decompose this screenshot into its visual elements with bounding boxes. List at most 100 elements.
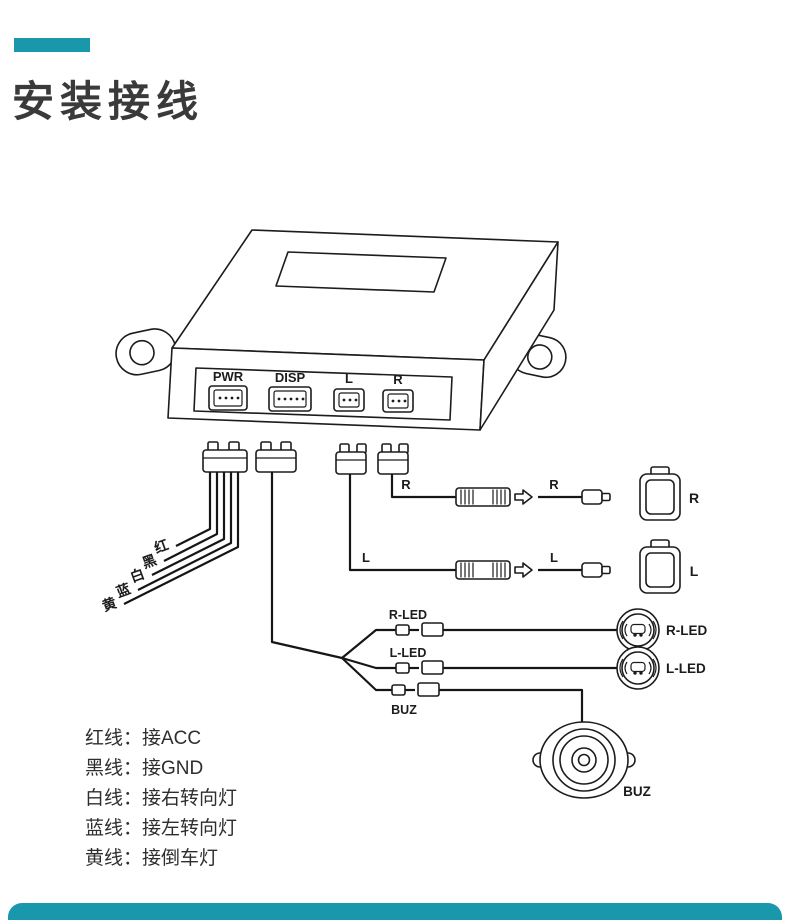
pin-dot: [224, 396, 228, 400]
buzzer-branch-wire: [341, 657, 392, 692]
port-label-r: R: [393, 372, 403, 387]
right-sensor-run: R R R: [390, 466, 699, 521]
r-cable-connector: [377, 443, 409, 475]
spade-female: [421, 660, 444, 675]
connector-body: [255, 449, 297, 473]
module-right-label: R: [689, 490, 699, 506]
right-plug-label: R: [549, 477, 559, 492]
box-right-face: [479, 241, 559, 431]
r-led-indicator: R-LED: [616, 608, 707, 652]
connector-body: [202, 449, 248, 473]
inline-connector-right: [455, 487, 511, 507]
indicator-outer-ring: [616, 608, 660, 652]
pin-dot: [301, 397, 305, 401]
wire-yellow: [123, 472, 240, 605]
left-sensor-run: L L L: [348, 474, 699, 594]
car-alert-icon: [619, 620, 657, 640]
buzzer: BUZ: [532, 721, 651, 799]
wire-label-blue: 蓝: [114, 580, 133, 600]
connector-body: [335, 451, 367, 475]
legend-item-black: 黑线：接GND: [85, 758, 204, 779]
buzzer-ring: [559, 735, 609, 785]
wire-legend: 红线：接ACC 黑线：接GND 白线：接右转向灯 蓝线：接左转向灯 黄线：接倒车…: [85, 724, 237, 874]
pin-dot: [397, 399, 401, 403]
port-pwr: [208, 385, 248, 411]
plug-left: [581, 562, 611, 578]
spade-female: [417, 682, 440, 697]
pin-dot: [391, 399, 395, 403]
sensor-module-right: R: [639, 466, 699, 521]
ear-hole: [526, 344, 553, 370]
spade-male: [395, 662, 410, 674]
control-box: PWR DISP L R: [167, 229, 559, 431]
buzzer-ring: [577, 753, 591, 767]
sensor-module-left: L: [639, 539, 699, 594]
l-led-branch-wire: [341, 656, 396, 670]
module-left-label: L: [690, 563, 699, 579]
pin-dot: [295, 397, 299, 401]
pin-dot: [277, 397, 281, 401]
box-label-recess: [275, 251, 447, 293]
l-led-branch-label: L-LED: [390, 646, 427, 660]
inline-connector-left: [455, 560, 511, 580]
module-body: [639, 546, 681, 594]
car-alert-icon: [619, 658, 657, 678]
right-sensor-wire: [390, 474, 456, 499]
l-cable-connector: [335, 443, 367, 475]
left-wire-label: L: [362, 550, 370, 565]
legend-item-blue: 蓝线：接左转向灯: [85, 818, 238, 839]
wire-black: [163, 472, 219, 562]
r-led-branch-label: R-LED: [389, 608, 427, 622]
accent-badge: [14, 38, 90, 52]
pin-dot: [236, 396, 240, 400]
power-wires: 红 黑 白 蓝 黄: [100, 472, 240, 614]
arrow-right-icon: [514, 489, 533, 505]
spade-male: [391, 684, 406, 696]
pin-dot: [348, 398, 352, 402]
box-front-face: [167, 347, 485, 431]
indicator-outer-ring: [616, 646, 660, 690]
pin-dot: [283, 397, 287, 401]
l-led-indicator-label: L-LED: [666, 661, 706, 676]
pin-dot: [403, 399, 407, 403]
wire-label-black: 黑: [140, 551, 159, 571]
left-plug-label: L: [550, 550, 558, 565]
connector-body: [377, 451, 409, 475]
left-sensor-wire: [348, 474, 456, 572]
buzzer-label: BUZ: [623, 784, 651, 799]
disp-main-wire: [270, 472, 343, 660]
port-disp: [268, 386, 312, 412]
right-wire-label: R: [401, 477, 411, 492]
port-l: [333, 388, 365, 412]
spade-female: [421, 622, 444, 637]
l-led-indicator: L-LED: [616, 646, 706, 690]
wire-white: [151, 472, 226, 576]
pin-dot: [342, 398, 346, 402]
module-inner: [645, 552, 675, 588]
mounting-ear-left: [115, 328, 177, 376]
legend-item-red: 红线：接ACC: [85, 728, 202, 749]
wire-label-white: 白: [128, 565, 147, 585]
wire-blue: [137, 472, 233, 591]
port-label-disp: DISP: [275, 370, 306, 385]
wire-label-red: 红: [152, 536, 171, 556]
wire-label-yellow: 黄: [100, 594, 119, 614]
connector-panel: [193, 367, 453, 421]
buzzer-flange: [539, 721, 629, 799]
buzzer-ring: [571, 747, 597, 773]
indicator-inner-ring: [621, 613, 655, 647]
r-led-branch-wire: [341, 628, 396, 659]
indicator-inner-ring: [621, 651, 655, 685]
arrow-right-icon: [514, 562, 533, 578]
pin-dot: [354, 398, 358, 402]
module-inner: [645, 479, 675, 515]
spade-male: [395, 624, 410, 636]
buzzer-branch-label: BUZ: [391, 703, 417, 717]
pwr-cable-connector: [202, 441, 248, 473]
disp-cable-connector: [255, 441, 297, 473]
buzzer-ring: [552, 728, 616, 792]
pin-dot: [230, 396, 234, 400]
port-label-l: L: [345, 371, 353, 386]
buzzer-lead-wire: [439, 688, 584, 726]
